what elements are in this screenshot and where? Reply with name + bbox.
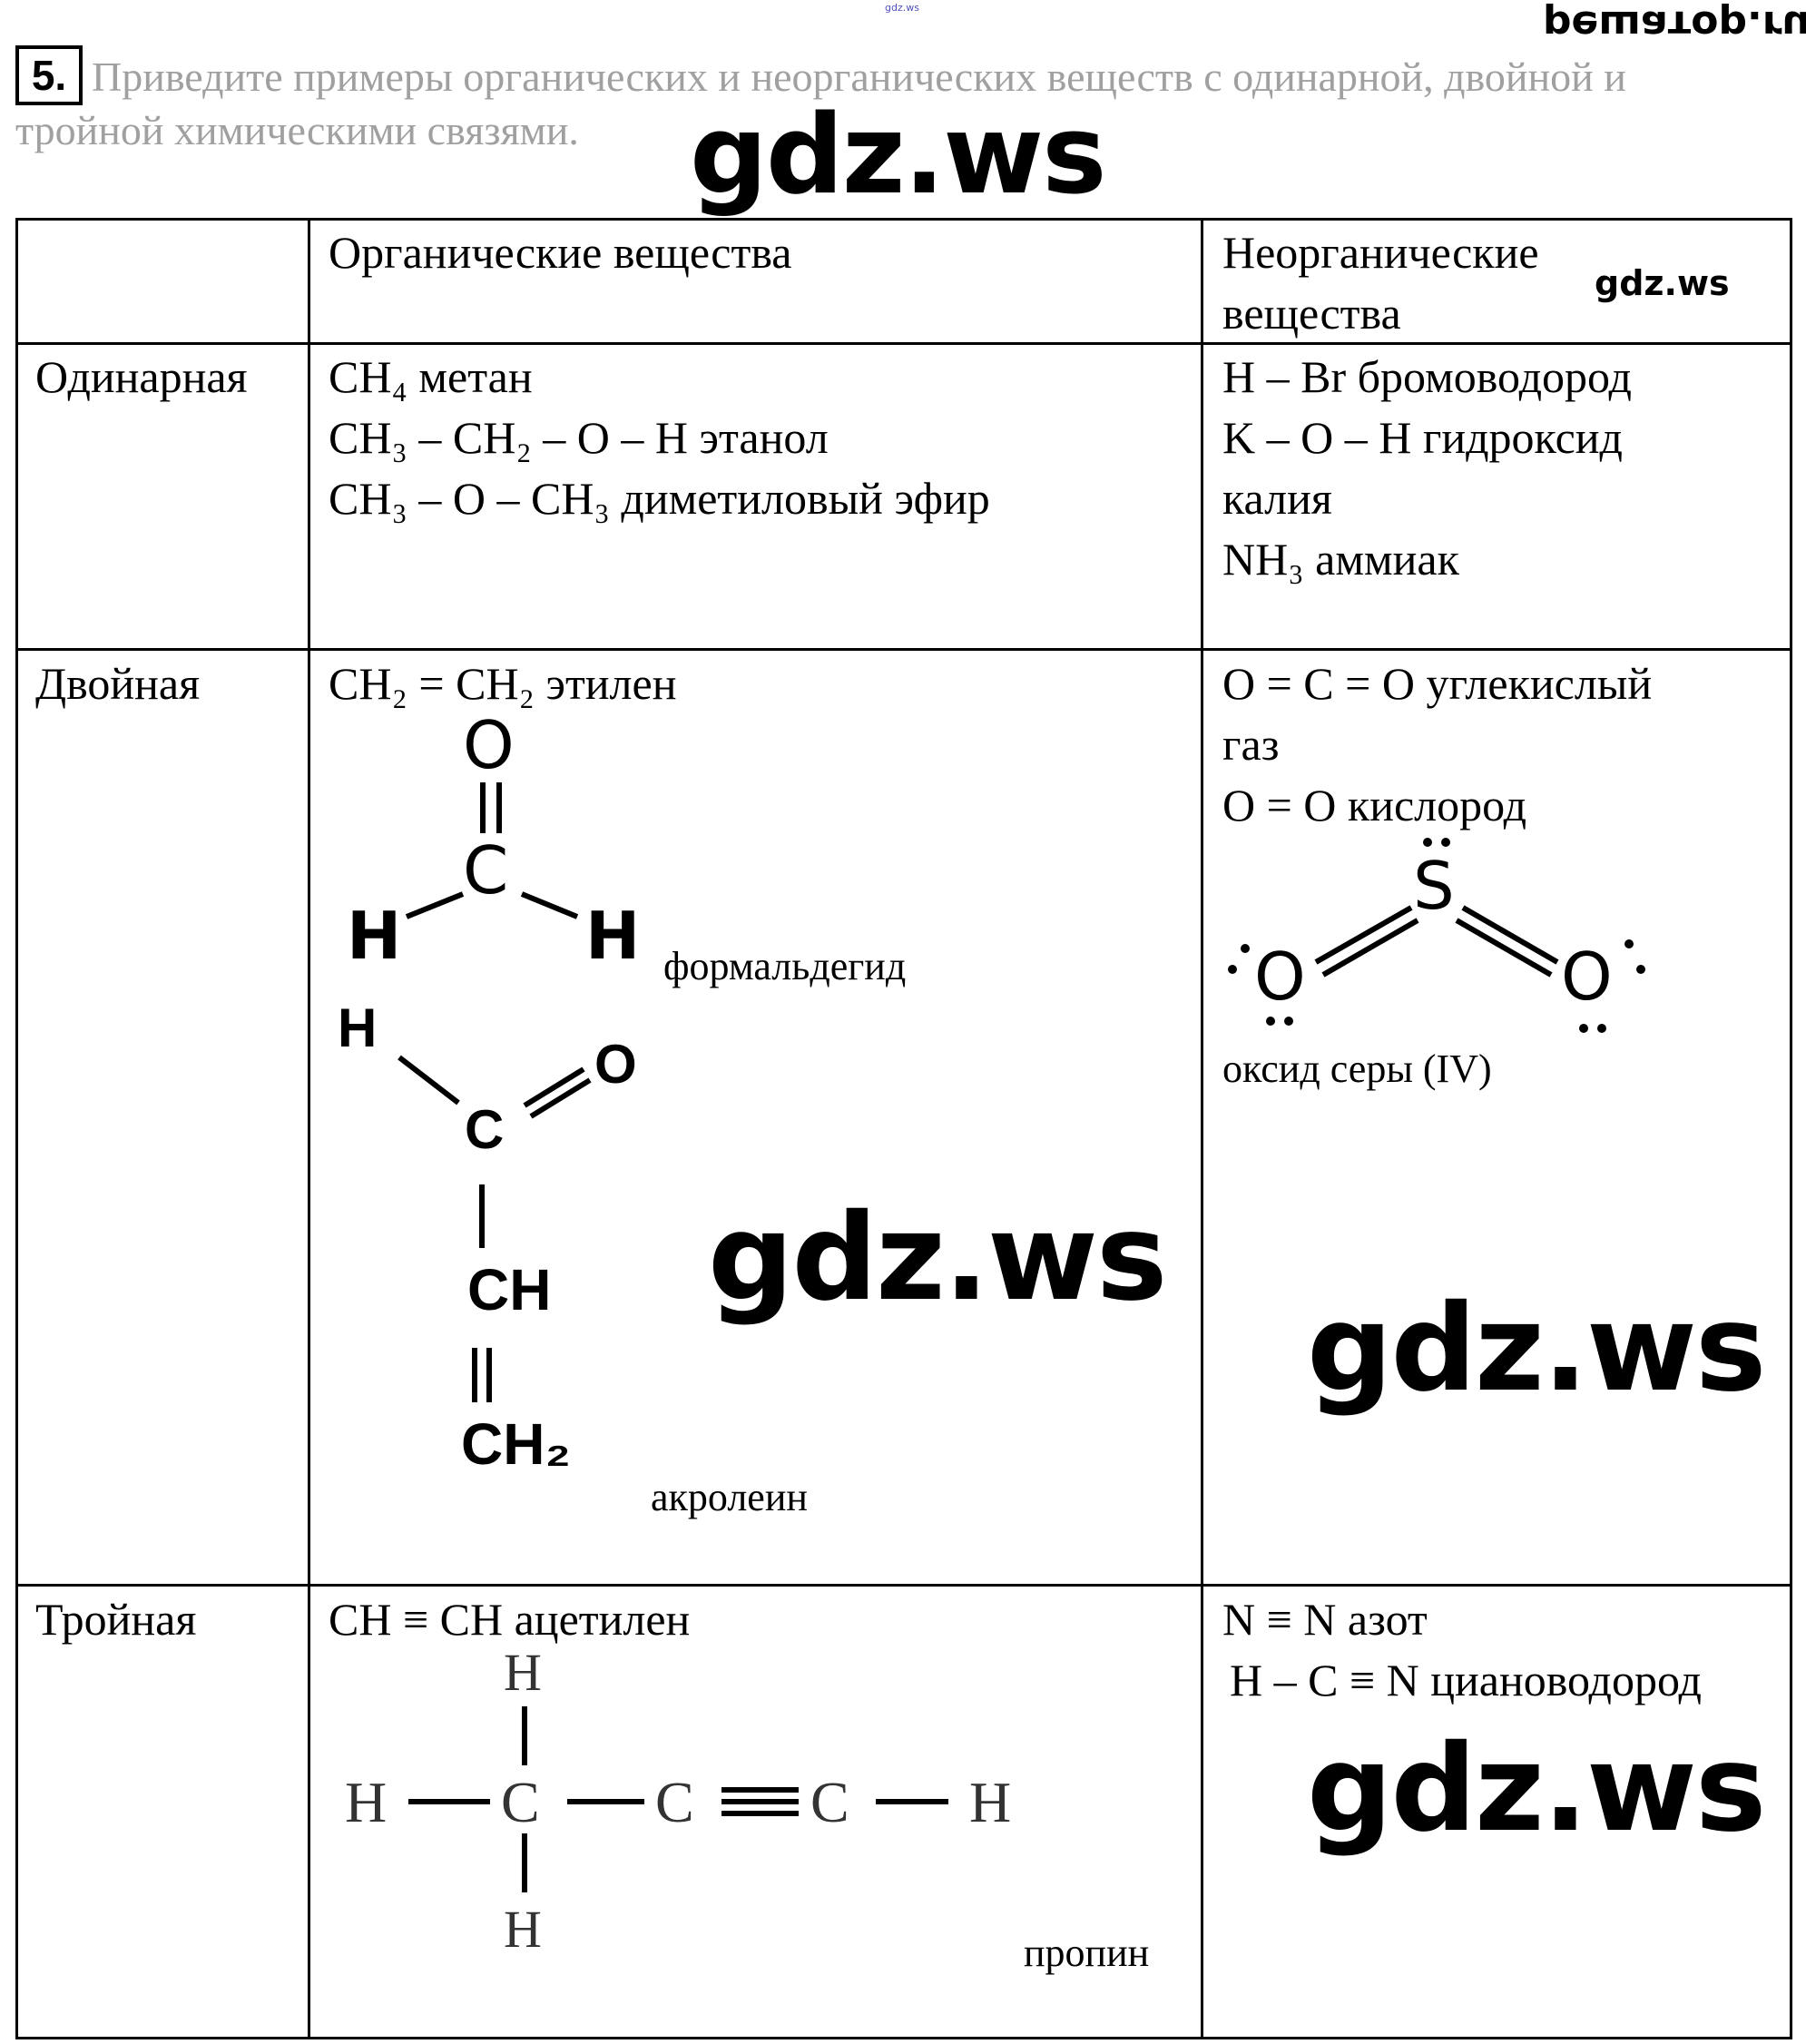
organic-item: CH₂ = CH₂ этилен bbox=[329, 658, 677, 709]
atom: H bbox=[504, 1900, 542, 1959]
column-divider bbox=[15, 218, 18, 2039]
watermark-right: gdz.ws bbox=[1307, 1719, 1766, 1859]
inorganic-item: газ bbox=[1222, 719, 1280, 770]
atom: C bbox=[810, 1770, 849, 1834]
header-organic: Органические вещества bbox=[329, 227, 792, 278]
structure-label: формальдегид bbox=[663, 944, 907, 988]
organic-item: CH₃ – O – CH₃ диметиловый эфир bbox=[329, 473, 990, 524]
structure-label: пропин bbox=[1024, 1931, 1150, 1975]
question-line-2: тройной химическими связями. bbox=[15, 107, 579, 153]
question-line-1: Приведите примеры органических и неорган… bbox=[92, 54, 1626, 100]
structure-label: оксид серы (IV) bbox=[1222, 1047, 1492, 1091]
atom: S bbox=[1413, 848, 1455, 924]
bond-double: Двойная bbox=[35, 658, 201, 709]
table-border-bottom bbox=[15, 2037, 1792, 2039]
bond-single: Одинарная bbox=[35, 351, 248, 402]
organic-item: CH₃ – CH₂ – O – H этанол bbox=[329, 412, 829, 463]
organic-item: CH ≡ CH ацетилен bbox=[329, 1594, 691, 1645]
atom: O bbox=[1561, 938, 1613, 1015]
task-number: 5. bbox=[15, 45, 83, 105]
row-divider bbox=[15, 1584, 1792, 1587]
atom: H bbox=[345, 1770, 388, 1834]
atom: C bbox=[463, 832, 509, 909]
column-divider bbox=[308, 218, 310, 2039]
bond-triple: Тройная bbox=[35, 1594, 197, 1645]
organic-item: CH₄ метан bbox=[329, 351, 533, 402]
watermark-bottom-left: gdz.ws bbox=[1307, 1279, 1766, 1419]
inorganic-item: NH₃ аммиак bbox=[1222, 534, 1459, 585]
atom: C bbox=[655, 1770, 694, 1834]
column-divider bbox=[1790, 218, 1792, 2039]
row-divider bbox=[15, 648, 1792, 651]
atom: H bbox=[969, 1770, 1012, 1834]
row-divider bbox=[15, 342, 1792, 345]
header-inorganic-line-1: Неорганические bbox=[1222, 227, 1539, 278]
atom: O bbox=[1254, 938, 1306, 1015]
atom: H bbox=[585, 898, 641, 974]
atom: O bbox=[594, 1034, 637, 1095]
atom: O bbox=[463, 707, 515, 783]
column-divider bbox=[1201, 218, 1203, 2039]
atom: H bbox=[347, 898, 402, 974]
inorganic-item: O = O кислород bbox=[1222, 780, 1527, 830]
structure-label: акролеин bbox=[651, 1475, 808, 1519]
atom: H bbox=[338, 997, 378, 1058]
watermark-small: gdz.ws bbox=[1595, 263, 1730, 303]
tiny-watermark: gdz.ws bbox=[885, 2, 919, 14]
header-inorganic-line-2: вещества bbox=[1222, 288, 1401, 339]
inorganic-item: O = C = O углекислый bbox=[1222, 658, 1653, 709]
atom: C bbox=[465, 1099, 505, 1160]
inorganic-item: H – Br бромоводород bbox=[1222, 351, 1633, 402]
watermark-middle: gdz.ws bbox=[708, 1188, 1167, 1328]
watermark-top: gdz.ws bbox=[690, 93, 1107, 219]
atom: CH bbox=[467, 1257, 552, 1322]
inorganic-item: H – C ≡ N циановодород bbox=[1230, 1655, 1702, 1705]
atom: CH₂ bbox=[461, 1411, 571, 1477]
inorganic-item: N ≡ N азот bbox=[1222, 1594, 1428, 1645]
atom: C bbox=[501, 1770, 540, 1834]
inorganic-item: K – O – H гидроксид bbox=[1222, 412, 1623, 463]
table-border-top bbox=[15, 218, 1792, 221]
inorganic-item: калия bbox=[1222, 473, 1332, 524]
atom: H bbox=[504, 1643, 542, 1702]
